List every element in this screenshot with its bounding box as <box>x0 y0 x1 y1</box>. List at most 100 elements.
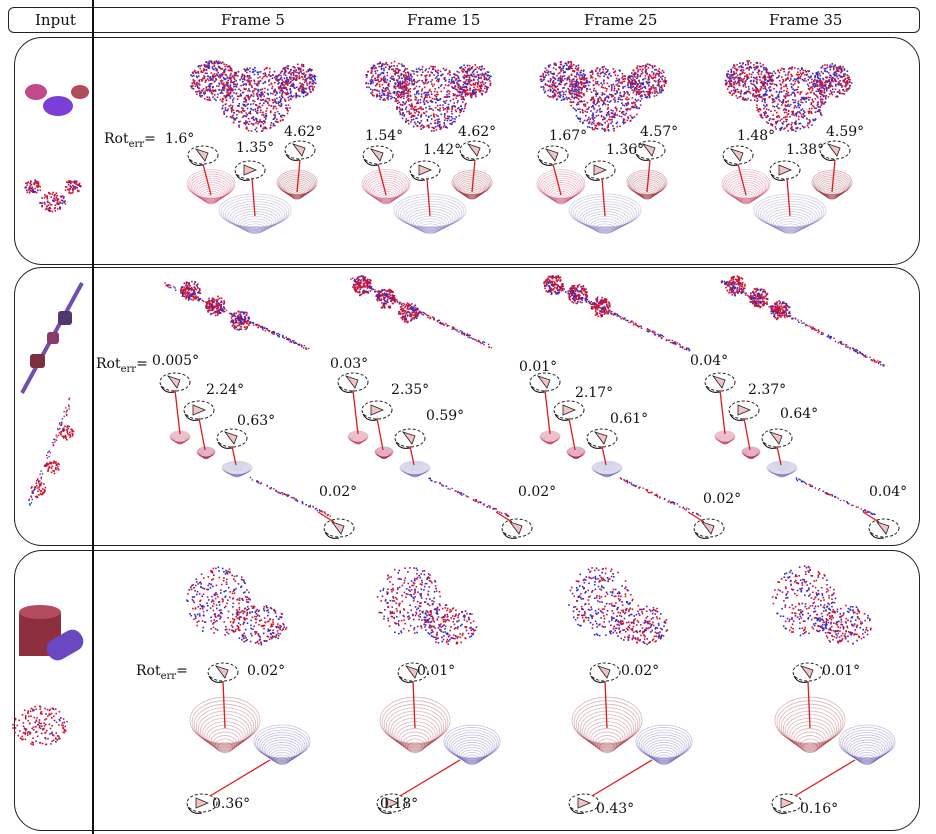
point <box>452 93 455 95</box>
point <box>32 729 35 731</box>
point <box>606 108 609 110</box>
point <box>424 75 426 77</box>
point <box>812 119 815 122</box>
point <box>741 78 743 80</box>
point <box>27 710 29 712</box>
point <box>304 75 306 78</box>
point <box>413 108 416 111</box>
point <box>252 124 254 126</box>
point <box>615 122 618 125</box>
point <box>229 85 231 87</box>
point <box>256 95 259 97</box>
point <box>797 103 800 105</box>
point <box>45 464 48 466</box>
point <box>399 94 402 96</box>
point <box>811 72 814 75</box>
point <box>583 94 585 97</box>
point <box>50 203 53 206</box>
point <box>729 74 731 76</box>
point <box>616 121 619 124</box>
point <box>639 85 641 87</box>
point <box>821 98 823 100</box>
point <box>239 93 242 95</box>
point <box>470 94 473 97</box>
point <box>288 79 290 81</box>
point <box>729 85 731 87</box>
point <box>408 73 410 75</box>
point <box>219 98 222 101</box>
point <box>481 74 483 76</box>
point <box>24 728 27 731</box>
point <box>464 105 466 108</box>
point <box>408 122 410 125</box>
point <box>580 87 582 89</box>
point <box>54 441 56 443</box>
point <box>64 725 66 728</box>
point <box>55 197 58 199</box>
point <box>600 99 603 102</box>
point <box>833 91 835 93</box>
point <box>737 81 739 83</box>
point <box>647 67 650 69</box>
point <box>72 433 74 436</box>
point <box>784 127 786 129</box>
point <box>634 102 636 104</box>
point <box>44 203 46 205</box>
point <box>640 88 642 90</box>
point <box>794 80 797 83</box>
point <box>249 70 251 73</box>
point <box>589 99 592 101</box>
point <box>262 114 265 116</box>
point <box>574 75 576 78</box>
point <box>243 68 245 70</box>
point <box>417 114 419 116</box>
flow-ring <box>246 225 264 235</box>
point <box>260 124 262 127</box>
point <box>209 78 212 81</box>
point <box>39 490 42 492</box>
point <box>539 78 542 81</box>
point <box>439 107 441 110</box>
point <box>588 116 590 119</box>
point <box>410 78 413 80</box>
point <box>302 92 305 94</box>
point <box>766 84 769 86</box>
point <box>254 108 257 110</box>
point <box>845 84 848 87</box>
point <box>604 99 607 101</box>
point <box>372 65 375 67</box>
point <box>239 79 241 81</box>
point <box>480 81 482 84</box>
point <box>59 738 61 740</box>
point <box>310 69 312 72</box>
point <box>43 722 45 725</box>
point <box>213 81 216 83</box>
point <box>276 97 278 100</box>
point <box>437 80 440 83</box>
point <box>216 74 219 77</box>
point <box>405 121 407 123</box>
point <box>419 101 422 104</box>
point <box>272 102 274 104</box>
point <box>623 80 626 83</box>
point <box>12 727 14 729</box>
point <box>636 77 638 80</box>
point <box>755 86 757 89</box>
point <box>454 118 456 120</box>
point <box>245 120 247 122</box>
point <box>249 110 252 113</box>
point <box>370 66 373 69</box>
point <box>583 119 586 122</box>
point <box>443 78 446 80</box>
point <box>568 67 570 69</box>
point <box>72 184 74 187</box>
point <box>782 101 785 103</box>
point <box>567 77 569 80</box>
point <box>376 95 379 97</box>
point <box>448 108 450 110</box>
point <box>248 75 251 78</box>
point <box>609 116 611 118</box>
point <box>301 65 303 68</box>
point <box>27 731 30 733</box>
point <box>437 108 439 111</box>
